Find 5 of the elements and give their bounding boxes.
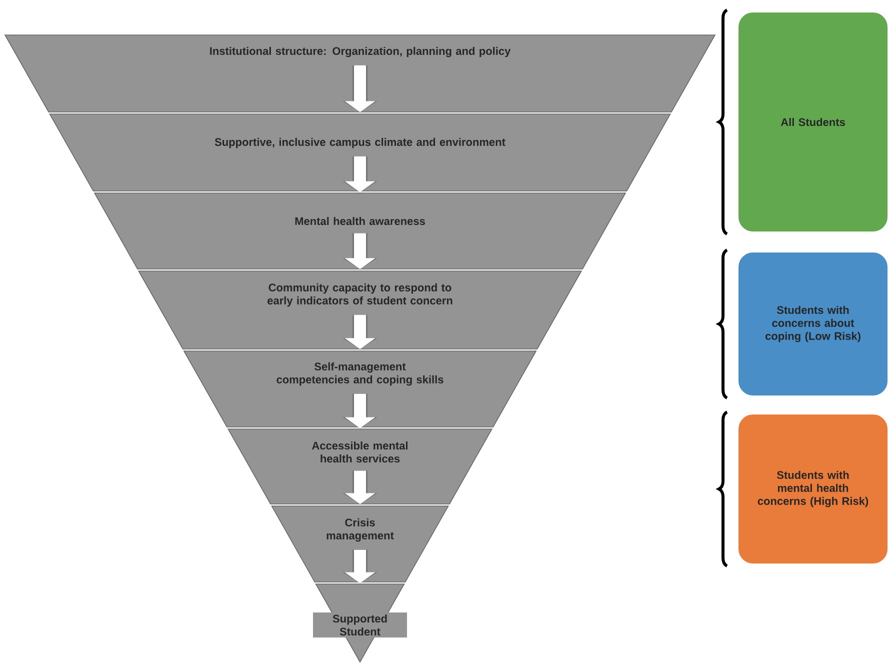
group-box: Students with concerns about coping (Low Risk) <box>736 250 891 398</box>
group-box: All Students <box>736 10 891 234</box>
funnel-band: Crisis management <box>271 506 449 582</box>
group-box: Students with mental health concerns (High Risk) <box>736 412 891 566</box>
funnel-band: Supportive, inclusive campus climate and environment <box>49 114 671 192</box>
